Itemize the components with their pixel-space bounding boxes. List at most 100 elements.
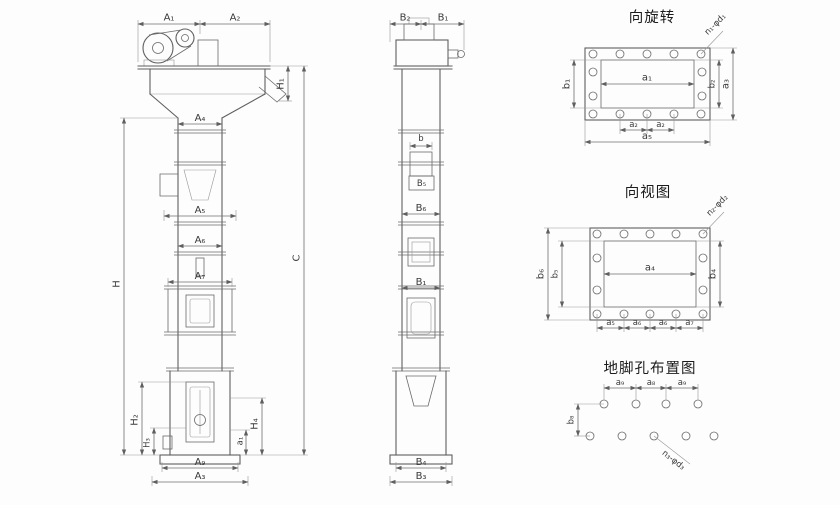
dim-b6-label: B₆ xyxy=(416,203,427,214)
dim-ftop-a3-label: a₃ xyxy=(721,79,732,89)
dim-b-small-label: b xyxy=(418,134,423,144)
dim-anchor-a9-left-label: a₉ xyxy=(616,378,625,388)
front-discharge-chute xyxy=(258,75,287,103)
dim-anchor-a9-right-label: a₉ xyxy=(678,378,687,388)
dim-h3-label: H₃ xyxy=(143,438,153,448)
dim-fmid-b6: b₆ xyxy=(536,227,590,321)
dim-fmid-b5: b₅ xyxy=(551,240,604,308)
dim-side-b6: B₆ xyxy=(401,203,441,217)
dim-side-b2-b1: B₂ B₁ xyxy=(389,13,465,50)
flange-top-view: 向旋转 n₁-φd₁ b₁ a₁ xyxy=(562,9,737,146)
dim-a9-label: A₉ xyxy=(195,457,206,468)
front-base-plate xyxy=(159,454,241,465)
front-slot xyxy=(195,257,205,277)
dim-a7-label: A₇ xyxy=(195,271,206,282)
dim-ftop-a2-right-label: a₂ xyxy=(656,120,665,130)
dim-a3-label: A₃ xyxy=(195,471,206,482)
dim-ftop-a5: a₅ xyxy=(584,120,711,146)
dim-ftop-a1-label: a₁ xyxy=(642,73,652,84)
flange-mid-view: 向视图 n₂-φd₂ b₆ b₅ xyxy=(536,184,731,332)
dim-fmid-b5-label: b₅ xyxy=(551,270,561,279)
dim-ftop-a2-left-label: a₂ xyxy=(629,120,638,130)
dim-fmid-b6-label: b₆ xyxy=(536,269,547,279)
dim-a4-label: A₄ xyxy=(195,113,206,124)
side-door-upper xyxy=(407,237,435,267)
side-boot xyxy=(389,370,453,465)
dim-a5-label: A₅ xyxy=(195,205,206,216)
dim-fmid-a7-label: a₇ xyxy=(685,318,694,328)
dim-front-h4: H₄ xyxy=(230,397,266,456)
dim-fmid-a4: a₄ xyxy=(603,263,697,277)
dim-front-a7: A₇ xyxy=(167,271,233,287)
side-shaft xyxy=(447,49,459,59)
front-boot-window xyxy=(185,381,215,443)
dim-a1-small-label: a₁ xyxy=(236,437,246,446)
dim-ftop-b2: b₂ xyxy=(694,59,723,109)
dim-fmid-b4-label: b₄ xyxy=(708,269,719,279)
dim-b4-label: B₄ xyxy=(416,457,427,468)
front-head-housing xyxy=(137,65,287,119)
dim-front-a1-small: a₁ xyxy=(230,429,250,456)
dim-fmid-a6-left-label: a₆ xyxy=(633,318,642,328)
side-door-lower xyxy=(406,297,436,339)
dim-ftop-a3: a₃ xyxy=(710,47,737,121)
dim-b3-label: B₃ xyxy=(416,471,427,482)
dim-a1-label: A₁ xyxy=(164,13,175,24)
dim-h2-label: H₂ xyxy=(130,414,141,426)
anchor-callout: n₃-φd₃ xyxy=(653,435,691,472)
dim-anchor-a8-label: a₈ xyxy=(647,378,656,388)
dim-h1-label: H₁ xyxy=(276,78,287,90)
dim-ftop-a2-pair: a₂ a₂ xyxy=(619,114,675,134)
dim-side-b-small: b xyxy=(409,134,433,150)
front-boot-section xyxy=(159,370,241,465)
flange-top-callout-label: n₁-φd₁ xyxy=(703,12,729,38)
flange-mid-callout-label: n₂-φd₂ xyxy=(705,193,731,219)
side-casing xyxy=(392,68,450,372)
side-inlet-opening xyxy=(409,151,433,177)
dim-b2-label: B₂ xyxy=(400,13,411,24)
front-view: A₁ A₂ H₁ C H H₂ H₃ xyxy=(112,13,308,486)
dim-front-a9: A₉ xyxy=(161,457,239,472)
dim-side-b4: B₄ xyxy=(395,457,447,472)
dim-b1-mid-label: B₁ xyxy=(416,277,427,288)
front-sight-glass xyxy=(194,414,206,426)
flange-top-outer xyxy=(584,47,711,121)
anchor-layout-view: 地脚孔布置图 a₉ a₈ a₉ b₈ xyxy=(567,360,719,472)
dim-a6-label: A₆ xyxy=(195,235,206,246)
dim-fmid-a6-right-label: a₆ xyxy=(659,318,668,328)
anchor-holes xyxy=(585,399,719,441)
dim-side-b3: B₃ xyxy=(389,471,453,486)
dim-h4-label: H₄ xyxy=(250,418,261,430)
dim-anchor-b8-label: b₈ xyxy=(567,415,577,424)
dim-fmid-b4: b₄ xyxy=(696,240,724,308)
dim-front-a3: A₃ xyxy=(151,471,249,486)
dim-ftop-a5-label: a₅ xyxy=(642,131,652,142)
dim-front-a4: A₄ xyxy=(177,113,223,127)
dim-ftop-b2-label: b₂ xyxy=(708,80,718,89)
rotated-view-title: 向旋转 xyxy=(629,9,676,26)
side-head xyxy=(393,17,465,70)
dim-front-a5: A₅ xyxy=(163,205,237,221)
dim-front-a6: A₆ xyxy=(177,235,223,249)
dim-anchor-top: a₉ a₈ a₉ xyxy=(603,378,699,400)
dim-b1-label: B₁ xyxy=(438,13,449,24)
front-inspection-door xyxy=(185,294,215,328)
dim-front-h3: H₃ xyxy=(143,427,186,456)
side-b5-box: B₅ xyxy=(408,175,435,191)
dim-front-a1-a2: A₁ A₂ xyxy=(137,13,271,62)
dim-c-label: C xyxy=(292,254,303,261)
dim-front-c: C xyxy=(240,65,308,456)
dim-fmid-a4-label: a₄ xyxy=(645,263,655,274)
side-base-plate xyxy=(389,454,453,465)
dim-ftop-b1-label: b₁ xyxy=(562,79,573,89)
dim-front-h1: H₁ xyxy=(270,65,308,102)
dim-h-label: H xyxy=(112,280,123,288)
front-inlet-chute xyxy=(159,173,178,197)
anchor-layout-title: 地脚孔布置图 xyxy=(604,360,697,377)
side-view: B₂ B₁ b B₅ B₆ B₁ B₄ xyxy=(389,13,465,486)
side-b5-box-label: B₅ xyxy=(417,179,426,189)
dim-fmid-bottom: a₅ a₆ a₆ a₇ xyxy=(596,314,704,332)
direction-view-title: 向视图 xyxy=(625,184,672,201)
side-bucket xyxy=(405,375,437,407)
